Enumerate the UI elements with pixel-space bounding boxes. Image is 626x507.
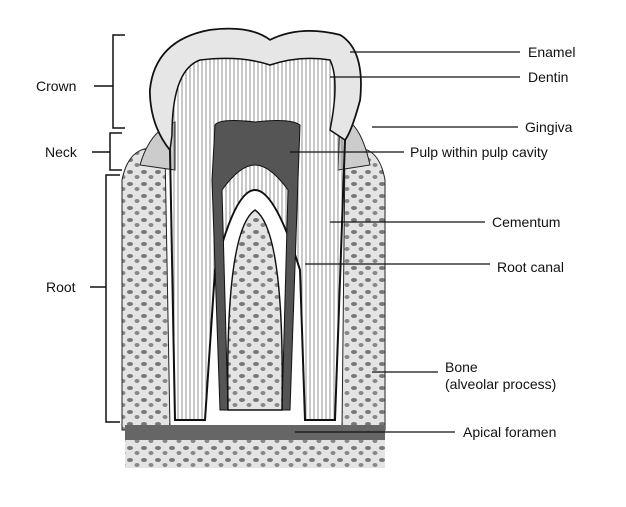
neck-bracket (109, 132, 122, 171)
dentin-label: Dentin (528, 69, 569, 85)
apical-foramen-label: Apical foramen (463, 424, 557, 440)
bone-label: Bone (445, 359, 478, 375)
enamel-label: Enamel (528, 44, 576, 60)
alveolar-process-label: (alveolar process) (445, 376, 557, 392)
alveolar-bone (121, 147, 386, 468)
crown-label: Crown (36, 78, 77, 94)
gingiva-label: Gingiva (525, 119, 573, 135)
cementum-label: Cementum (492, 214, 561, 230)
enamel (149, 28, 362, 152)
root-label: Root (46, 279, 76, 295)
pulp-label: Pulp within pulp cavity (410, 144, 548, 160)
tooth (148, 27, 362, 421)
neck-label: Neck (45, 144, 77, 160)
crown-bracket (112, 34, 125, 129)
pulp-cavity (211, 120, 301, 411)
root-bracket (105, 174, 120, 423)
leader-lines (290, 51, 520, 433)
inter-root-bone (226, 209, 284, 411)
root-canal-label: Root canal (497, 259, 564, 275)
